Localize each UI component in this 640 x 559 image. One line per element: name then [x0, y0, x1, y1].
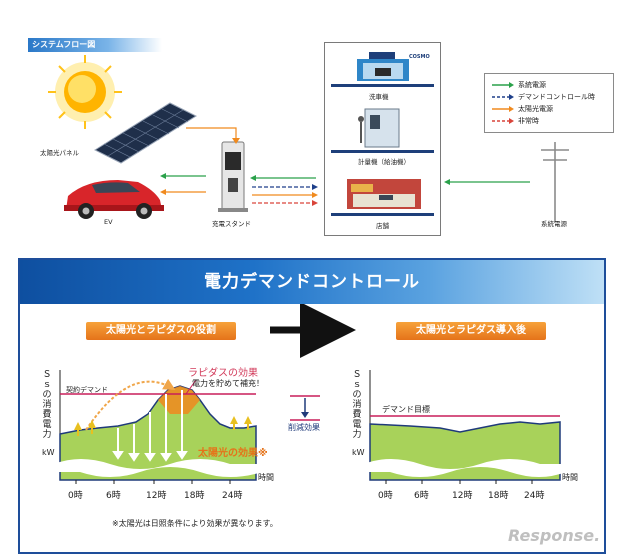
legend-swatch	[492, 106, 514, 112]
axis-break	[364, 459, 566, 477]
legend-item: 系統電源	[491, 80, 546, 90]
solar-panel-label: 太陽光パネル	[40, 149, 79, 157]
legend-label: 非常時	[518, 117, 539, 125]
panel-title: 電力デマンドコントロール	[204, 272, 420, 292]
right-unit: kW	[352, 448, 365, 457]
right-heading: 太陽光とラピダス導入後	[396, 322, 546, 340]
left-y-label: Ｓｓの消費電力	[42, 370, 52, 440]
car-wash-label: 洗車機	[369, 93, 389, 101]
right-x-tick: 24時	[524, 491, 545, 501]
right-x-tick: 12時	[452, 491, 473, 501]
right-x-label: 時間	[562, 473, 578, 482]
demand-control-panel: 電力デマンドコントロール 太陽光とラピダスの役割 太陽光とラピダス導入後	[18, 258, 606, 554]
demand-charts	[54, 304, 566, 484]
legend-swatch	[492, 82, 514, 88]
left-unit: kW	[42, 448, 55, 457]
car-wash-icon	[357, 52, 409, 81]
system-flow-title: システムフロー図	[28, 38, 162, 52]
sun-icon	[48, 55, 122, 129]
demand-target-label: デマンド目標	[382, 405, 430, 414]
contract-demand-label: 契約デマンド	[66, 386, 108, 394]
solar-effect-label: 太陽光の効果※	[198, 448, 268, 459]
left-x-tick: 0時	[68, 491, 83, 501]
legend-item: デマンドコントロール時	[491, 92, 595, 102]
title-banner	[20, 260, 604, 304]
ev-label: EV	[104, 218, 113, 226]
charging-stand-label: 充電スタンド	[212, 220, 251, 228]
grid-power-label: 系統電源	[541, 220, 567, 228]
ev-car-icon	[64, 180, 164, 219]
store-label: 店舗	[376, 222, 389, 230]
left-x-tick: 18時	[184, 491, 205, 501]
car-wash-sign: COSMO	[409, 54, 430, 60]
right-x-tick: 6時	[414, 491, 429, 501]
legend-label: 太陽光電源	[518, 105, 553, 113]
flow-legend: 系統電源デマンドコントロール時太陽光電源非常時	[484, 73, 614, 133]
dispenser-label: 計量機（給油機）	[358, 158, 410, 166]
legend-swatch	[492, 94, 514, 100]
fuel-dispenser-icon	[358, 108, 400, 148]
divider	[331, 213, 434, 216]
left-x-tick: 24時	[222, 491, 243, 501]
footnote: ※太陽光は日照条件により効果が異なります。	[112, 519, 278, 528]
charging-stand-icon	[218, 141, 248, 212]
solar-arc	[85, 378, 176, 431]
rapidas-area	[158, 386, 200, 414]
left-x-label: 時間	[258, 473, 274, 482]
legend-label: 系統電源	[518, 81, 546, 89]
left-chart	[54, 370, 262, 484]
right-y-label: Ｓｓの消費電力	[352, 370, 362, 440]
system-flow-diagram	[48, 55, 569, 222]
response-watermark: Response.	[508, 526, 601, 545]
solar-down-arrows	[112, 390, 188, 462]
rapidas-pointer	[185, 379, 197, 395]
legend-item: 非常時	[491, 116, 539, 126]
facility-icons	[347, 52, 421, 209]
axis-break	[54, 459, 262, 477]
right-x-tick: 0時	[378, 491, 393, 501]
left-x-tick: 12時	[146, 491, 167, 501]
reduction-effect-label: 削減効果	[288, 423, 320, 432]
solar-panel-icon	[93, 102, 198, 164]
store-icon	[347, 179, 421, 209]
facility-column: COSMO 洗車機 計量機（給油機） 店舗	[324, 42, 441, 236]
left-x-tick: 6時	[106, 491, 121, 501]
battery-charge-arrows	[74, 416, 252, 436]
legend-swatch	[492, 118, 514, 124]
divider	[331, 150, 434, 153]
right-x-tick: 18時	[488, 491, 509, 501]
right-chart	[364, 370, 566, 484]
divider	[331, 84, 434, 87]
legend-label: デマンドコントロール時	[518, 93, 595, 101]
rapidas-sub-label: 電力を貯めて補充！	[192, 379, 264, 388]
left-heading: 太陽光とラピダスの役割	[86, 322, 236, 340]
utility-pole-icon	[541, 142, 569, 222]
rapidas-effect-label: ラピダスの効果	[188, 368, 258, 379]
reduction-indicator	[290, 395, 320, 421]
legend-item: 太陽光電源	[491, 104, 553, 114]
